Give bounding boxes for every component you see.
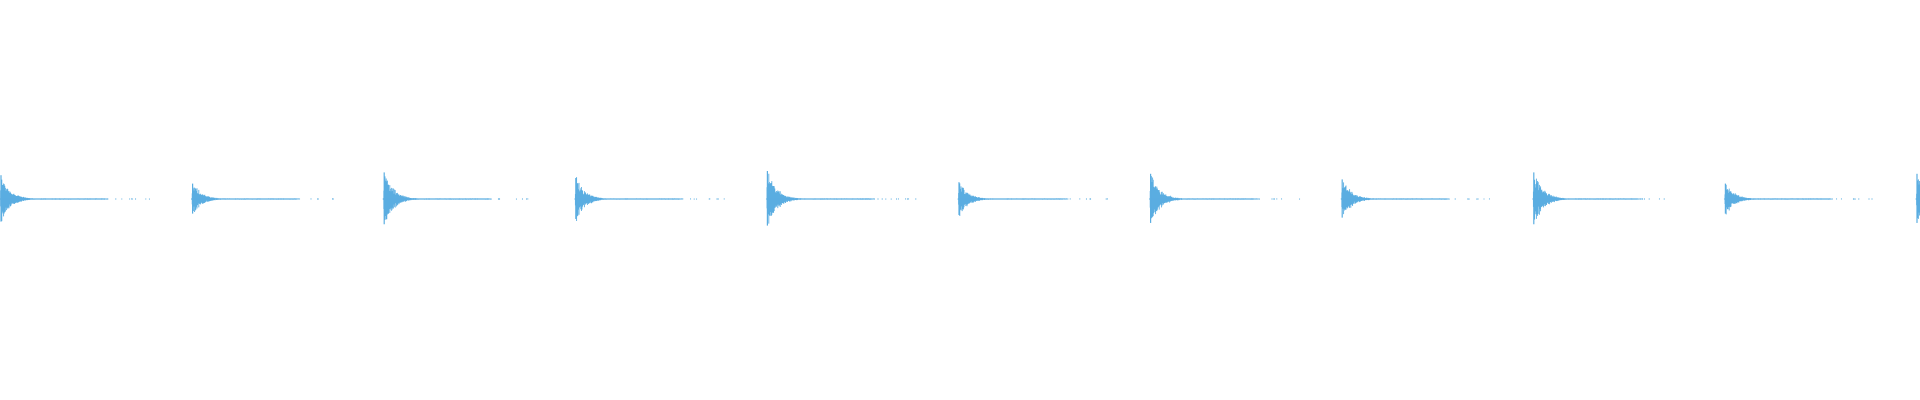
waveform-envelope bbox=[382, 176, 529, 220]
waveform-hit bbox=[1532, 172, 1665, 225]
waveform-hit bbox=[1915, 173, 1920, 223]
waveform-hit bbox=[1723, 183, 1873, 215]
waveform-envelope bbox=[1149, 176, 1301, 219]
waveform-envelope bbox=[1340, 182, 1490, 215]
waveform-hit bbox=[1340, 179, 1490, 218]
waveform-hits bbox=[0, 171, 1920, 226]
waveform-hit bbox=[0, 175, 150, 222]
waveform-hit bbox=[191, 183, 334, 214]
waveform-hit bbox=[574, 177, 725, 222]
waveform-envelope bbox=[957, 183, 1108, 216]
waveform-hit bbox=[957, 182, 1108, 216]
waveform-envelope bbox=[0, 179, 150, 222]
waveform-hit bbox=[1149, 173, 1301, 223]
waveform-hit bbox=[382, 172, 529, 225]
waveform-hit bbox=[765, 171, 917, 226]
